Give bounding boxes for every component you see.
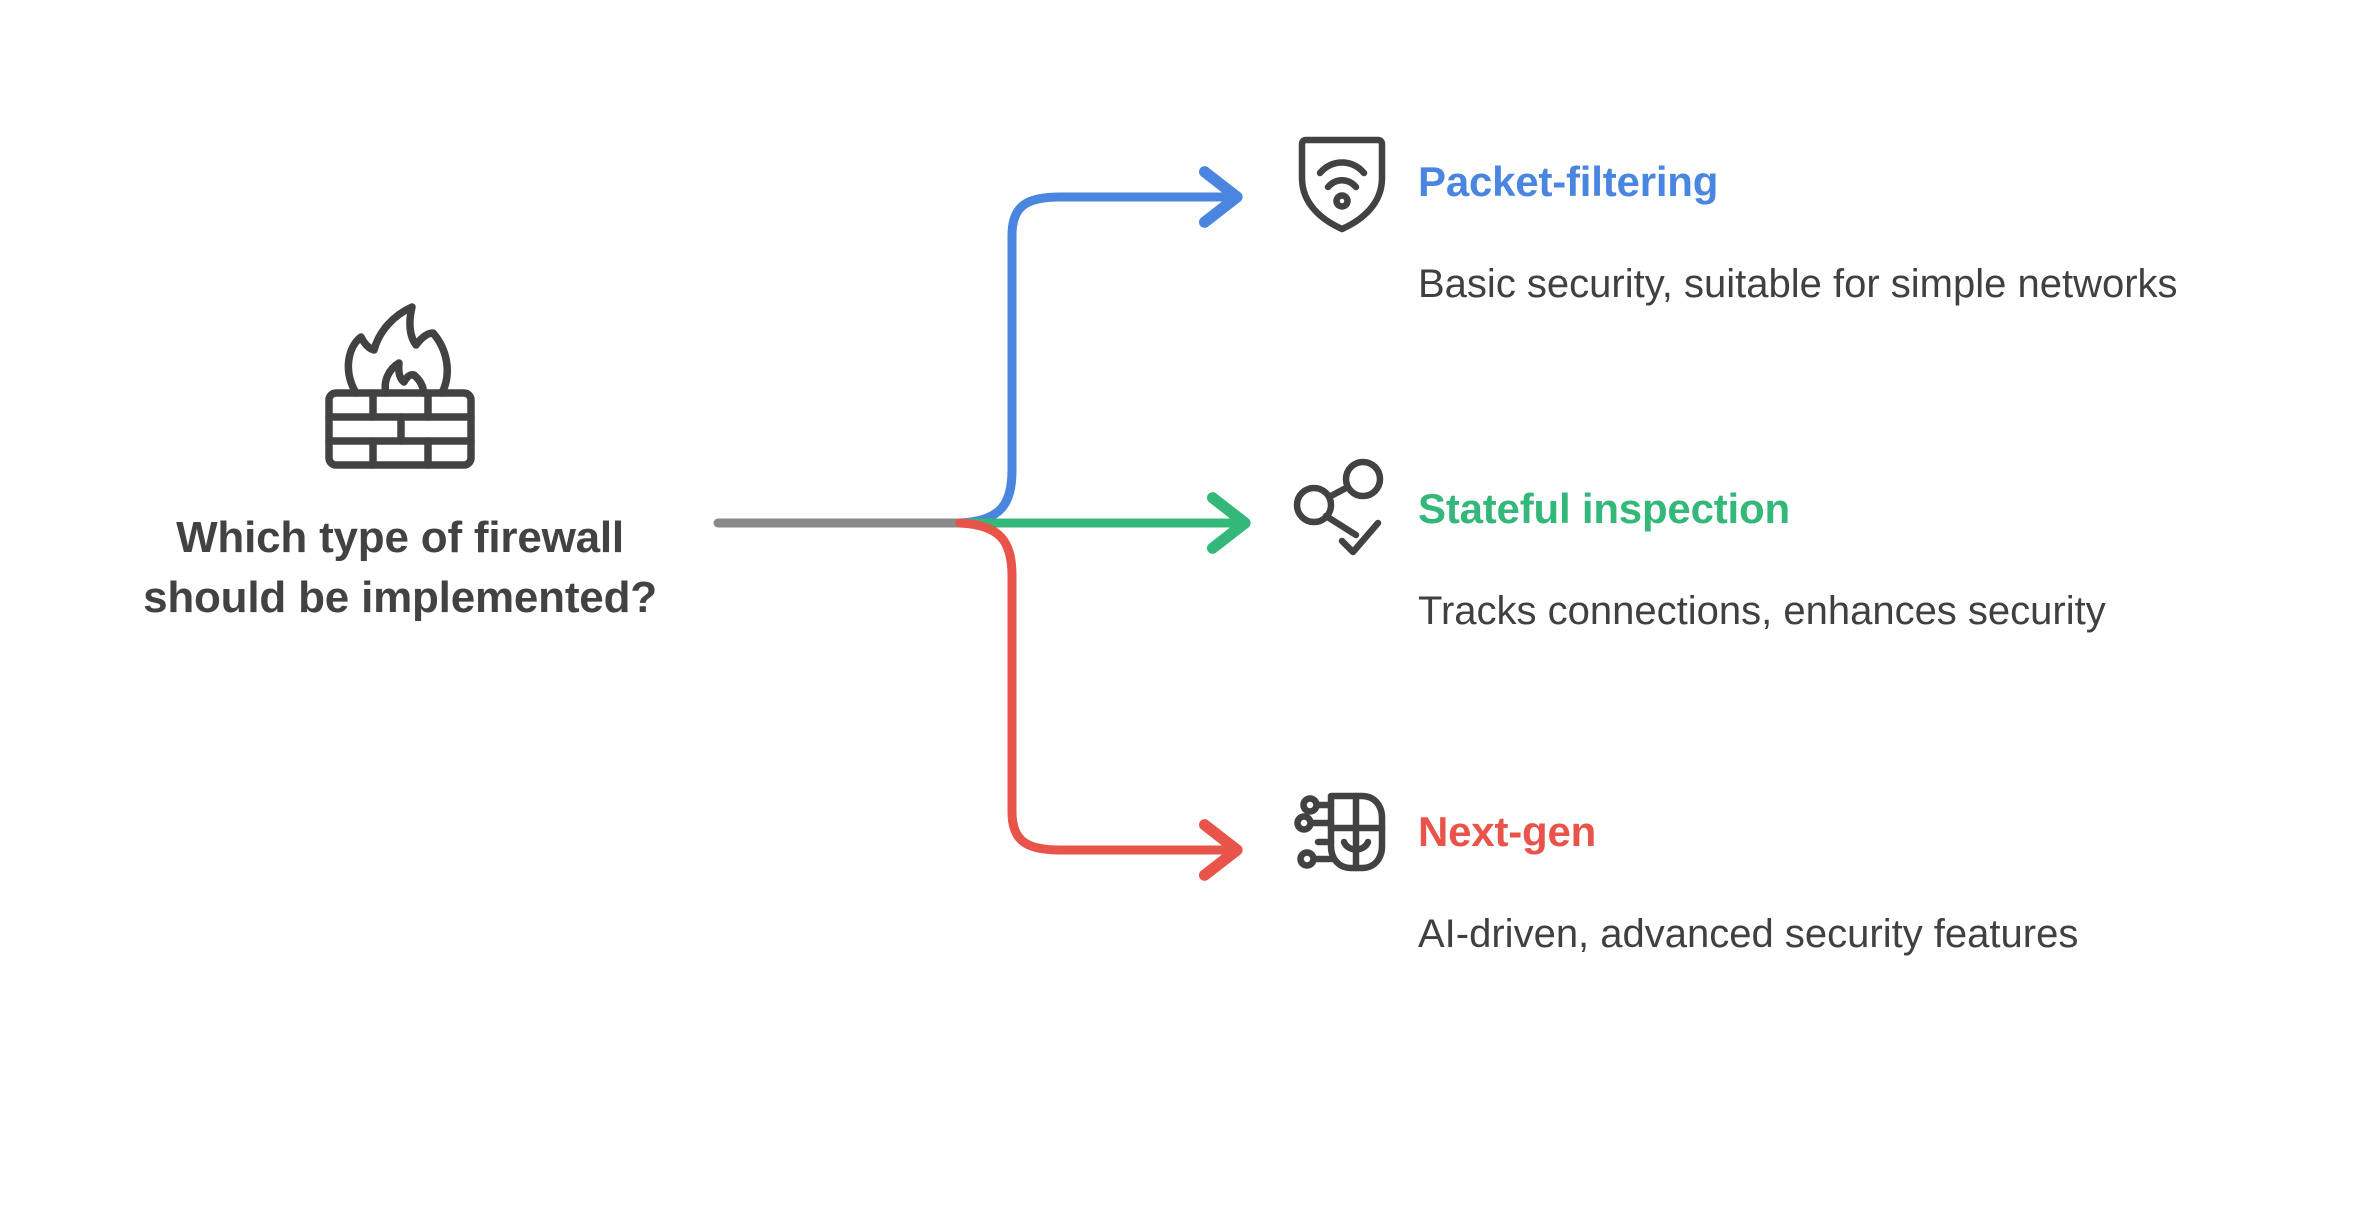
page-title: Which type of firewall should be impleme… — [143, 513, 657, 622]
branch-head: Packet-filtering — [1288, 128, 2178, 236]
share-nodes-check-icon — [1288, 455, 1396, 563]
root-node: Which type of firewall should be impleme… — [90, 290, 710, 628]
branch-description-packet-filtering: Basic security, suitable for simple netw… — [1418, 262, 2178, 306]
connector-packet-filtering — [955, 197, 1228, 528]
branch-packet-filtering[interactable]: Packet-filtering Basic security, suitabl… — [1288, 128, 2178, 310]
branch-next-gen[interactable]: Next-gen AI-driven, advanced security fe… — [1288, 778, 2078, 960]
branch-head: Next-gen — [1288, 778, 2078, 886]
branch-label-next-gen: Next-gen — [1418, 808, 1597, 855]
shield-wifi-icon — [1288, 128, 1396, 236]
branch-label-stateful-inspection: Stateful inspection — [1418, 485, 1790, 532]
firewall-brick-flame-icon — [315, 290, 485, 480]
ai-brain-circuit-icon — [1288, 778, 1396, 886]
branch-label-packet-filtering: Packet-filtering — [1418, 158, 1719, 205]
connector-next-gen — [955, 518, 1228, 850]
branch-description-next-gen: AI-driven, advanced security features — [1418, 912, 2079, 956]
branch-description-stateful-inspection: Tracks connections, enhances security — [1418, 589, 2106, 633]
branch-stateful-inspection[interactable]: Stateful inspection Tracks connections, … — [1288, 455, 2106, 637]
branch-head: Stateful inspection — [1288, 455, 2106, 563]
